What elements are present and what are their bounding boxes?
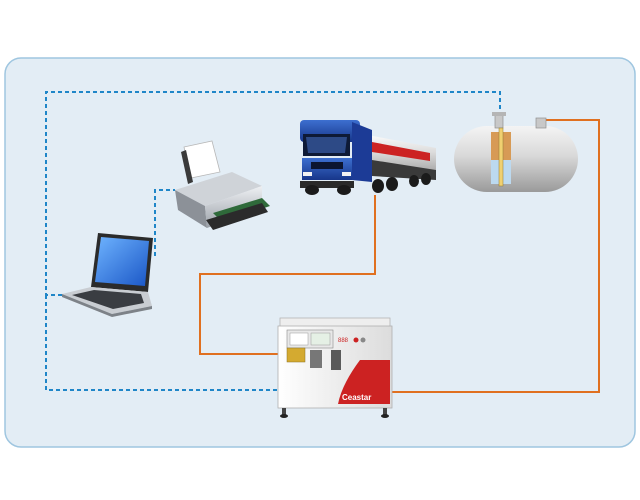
fuel-dispenser-icon: 888 Ceastar xyxy=(277,317,393,418)
data-link-laptop-to-tank xyxy=(45,91,501,296)
data-link-laptop-to-dispenser xyxy=(45,295,282,391)
fuel-tank-icon xyxy=(454,112,578,192)
tanker-truck-icon xyxy=(300,120,436,195)
printer-icon xyxy=(175,140,270,230)
fuel-line-truck-to-dispenser xyxy=(199,195,376,355)
dispenser-brand: Ceastar xyxy=(342,393,371,402)
laptop-icon xyxy=(62,233,153,317)
fuel-lines xyxy=(199,119,600,393)
fuel-line-tank-to-dispenser xyxy=(390,119,600,393)
dispenser-display-digits: 888 xyxy=(338,338,349,344)
